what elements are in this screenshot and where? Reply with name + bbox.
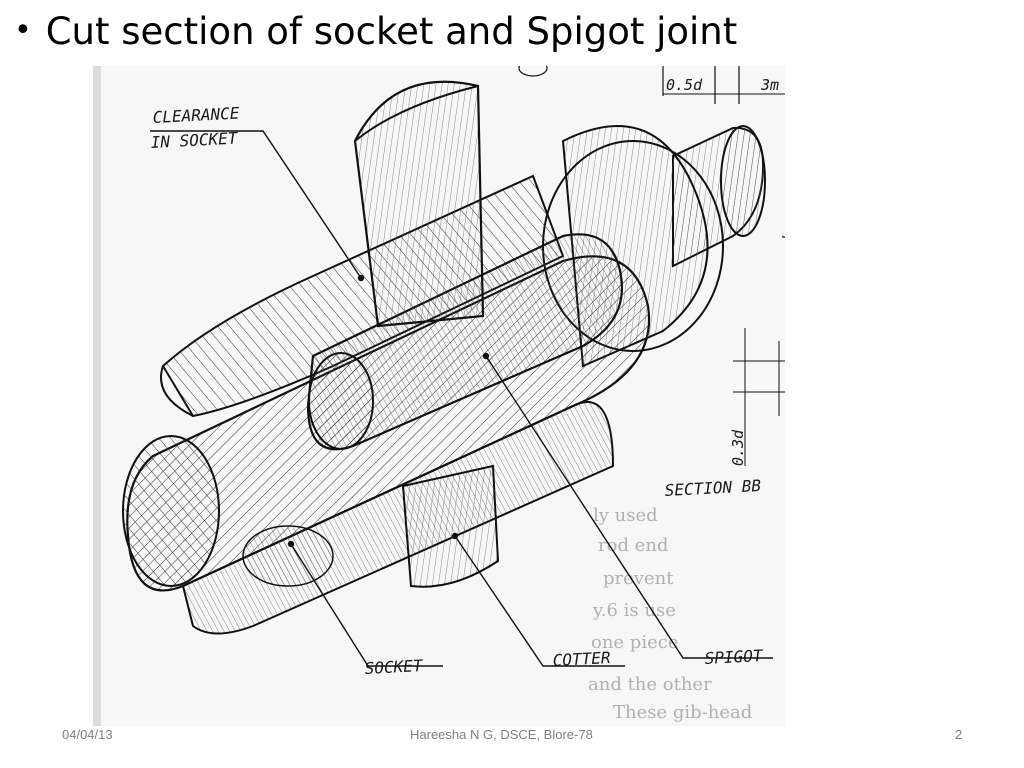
footer-date: 04/04/13 <box>62 727 113 742</box>
scan-edge-shadow <box>93 66 101 726</box>
svg-text:rod end: rod end <box>598 535 668 556</box>
drawing-svg: ly used rod end prevent y.6 is use one p… <box>93 66 785 726</box>
label-cotter: COTTER <box>552 648 611 670</box>
title-text: Cut section of socket and Spigot joint <box>45 10 738 53</box>
top-dimensions: 0.5d 3m <box>518 66 785 104</box>
svg-text:ly used: ly used <box>593 505 658 526</box>
svg-text:These gib-head: These gib-head <box>613 702 752 723</box>
bleed-through-text: ly used rod end prevent y.6 is use one p… <box>588 505 752 723</box>
footer-author: Hareesha N G, DSCE, Blore-78 <box>410 727 593 742</box>
label-socket: SOCKET <box>364 656 424 678</box>
leader-socket <box>290 543 443 667</box>
svg-text:one piece: one piece <box>591 632 678 653</box>
title-bullet: • <box>14 13 32 48</box>
leader-cotter <box>454 535 625 667</box>
svg-text:y.6 is use: y.6 is use <box>592 600 676 621</box>
dim-top-1: 0.5d <box>666 76 703 94</box>
leader-spigot <box>485 355 773 659</box>
label-clearance-line1: CLEARANCE <box>152 103 240 127</box>
dim-side-2: p1 <box>781 235 785 254</box>
socket-spigot-drawing: ly used rod end prevent y.6 is use one p… <box>93 66 785 726</box>
leader-lines <box>150 130 773 667</box>
footer-page-number: 2 <box>955 727 963 742</box>
svg-text:and the other: and the other <box>588 674 712 695</box>
dim-side-1: 0.3d <box>729 429 747 466</box>
svg-text:prevent: prevent <box>603 568 674 589</box>
spigot-cylinder <box>306 233 623 451</box>
slide-title: • Cut section of socket and Spigot joint <box>14 10 737 53</box>
dim-top-2: 3m <box>760 76 779 94</box>
cotter-bar <box>353 80 500 588</box>
label-clearance-line2: IN SOCKET <box>150 128 239 152</box>
leader-clearance <box>150 130 362 279</box>
side-dimensions: 0.3d p1 <box>729 235 785 466</box>
label-spigot: SPIGOT <box>704 646 764 668</box>
